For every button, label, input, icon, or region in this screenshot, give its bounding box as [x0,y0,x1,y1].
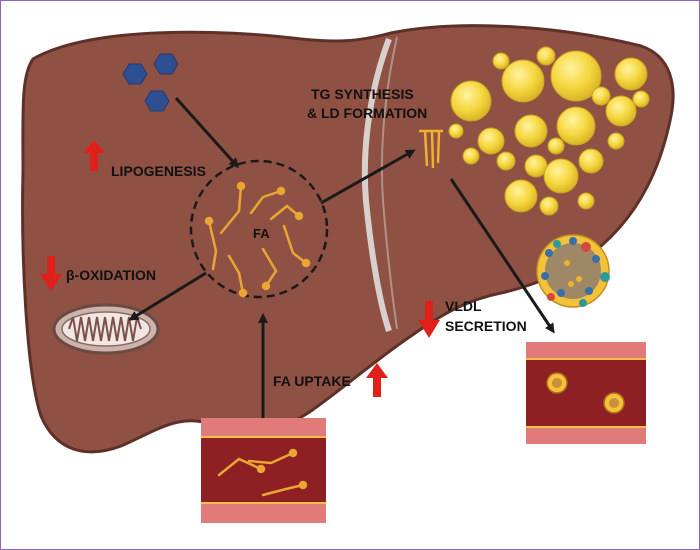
lipid-droplets [448,46,650,216]
up-arrow-icon [366,363,388,397]
lipogenesis-label: LIPOGENESIS [111,163,206,179]
hexagon-icon [144,90,170,112]
up-arrow-icon [83,140,105,171]
blood-vessel-uptake [201,418,326,523]
fa-label: FA [253,226,270,241]
liver-shape [21,24,675,454]
vldl-label-line1: VLDL [445,298,482,314]
arrow-lipogenesis-to-fa [174,96,240,169]
fa-uptake-label: FA UPTAKE [273,373,351,389]
beta-oxidation-label: β-OXIDATION [66,267,156,283]
mitochondrion-icon [52,303,160,355]
vldl-label-line2: SECRETION [445,318,527,334]
fatty-acid-chains [204,181,311,298]
tg-synthesis-label-line1: TG SYNTHESIS [311,86,414,102]
vldl-particle-icon [536,234,610,308]
arrow-tg-to-vldl [449,178,555,334]
down-arrow-icon [40,256,62,291]
liver-ligament-line [380,36,398,330]
blood-vessel-vldl [526,342,646,444]
hexagon-molecules [122,53,179,112]
flow-arrows [128,96,555,423]
liver-ligament [361,37,392,332]
triglyceride-icon [419,129,443,169]
down-arrow-icon [418,301,440,338]
trend-arrows [40,140,440,397]
arrow-fa-to-mitochondrion [128,271,207,321]
tg-synthesis-label-line2: & LD FORMATION [307,105,427,121]
hexagon-icon [122,63,148,85]
arrow-fa-to-tg [320,149,416,205]
hexagon-icon [153,53,179,75]
fa-pool-circle [189,159,329,299]
